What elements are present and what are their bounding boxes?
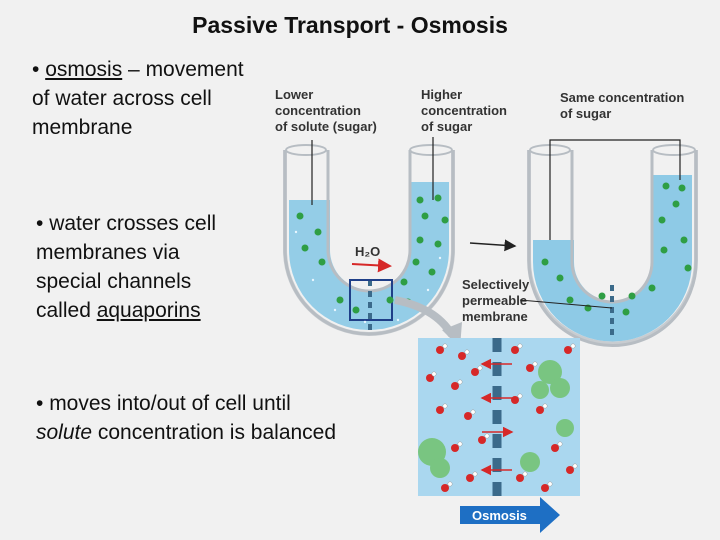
svg-text:Osmosis: Osmosis bbox=[472, 508, 527, 523]
sugar-molecules-balanced bbox=[541, 182, 692, 316]
bullet-text: concentration is balanced bbox=[92, 421, 337, 444]
sugar-molecules-right bbox=[386, 194, 449, 306]
label-same-concentration: Same concentration of sugar bbox=[560, 90, 684, 121]
svg-text:of sugar: of sugar bbox=[421, 119, 472, 134]
svg-text:Higher: Higher bbox=[421, 87, 462, 102]
label-higher-concentration: Higher concentration of sugar bbox=[421, 87, 507, 134]
bullet-text: water crosses cell bbox=[49, 212, 217, 235]
svg-text:of sugar: of sugar bbox=[560, 106, 611, 121]
svg-text:concentration: concentration bbox=[275, 103, 361, 118]
water-molecules bbox=[426, 343, 578, 492]
sugar-clusters bbox=[418, 360, 574, 478]
bullet-text: – movement bbox=[122, 58, 244, 81]
svg-text:permeable: permeable bbox=[462, 293, 527, 308]
osmosis-arrow-badge: Osmosis bbox=[460, 497, 560, 533]
page-title: Passive Transport - Osmosis bbox=[192, 12, 508, 38]
svg-text:Lower: Lower bbox=[275, 87, 313, 102]
transition-arrow bbox=[469, 239, 517, 252]
term-osmosis: osmosis bbox=[45, 58, 123, 81]
svg-text:Same concentration: Same concentration bbox=[560, 90, 684, 105]
term-solute: solute bbox=[36, 421, 93, 444]
bullet-marker: • bbox=[32, 58, 46, 81]
bullet-text: membrane bbox=[32, 116, 133, 139]
water-dots-1 bbox=[294, 230, 442, 324]
sugar-molecules-left bbox=[296, 212, 360, 314]
bullet-marker: • bbox=[36, 212, 50, 235]
bullet-aquaporins: • water crosses cell membranes via speci… bbox=[36, 209, 266, 325]
bullet-balance: • moves into/out of cell until solute co… bbox=[36, 389, 406, 447]
bullet-text: membranes via bbox=[36, 241, 180, 264]
svg-text:of solute (sugar): of solute (sugar) bbox=[275, 119, 377, 134]
leader-line-same bbox=[549, 139, 681, 240]
h2o-label: H₂O bbox=[355, 244, 380, 259]
bullet-marker: • bbox=[36, 392, 50, 415]
bullet-text: called bbox=[36, 299, 97, 322]
svg-text:concentration: concentration bbox=[421, 103, 507, 118]
water-flow-arrow bbox=[351, 258, 392, 273]
leader-line-membrane bbox=[519, 299, 613, 309]
label-membrane: Selectively permeable membrane bbox=[462, 277, 530, 324]
bullet-text: moves into/out of cell until bbox=[49, 392, 291, 415]
u-tube-after bbox=[527, 144, 698, 347]
bullet-osmosis: • osmosis – movement of water across cel… bbox=[32, 55, 282, 142]
bullet-text: of water across cell bbox=[32, 87, 212, 110]
bullet-text: special channels bbox=[36, 270, 192, 293]
u-tube-before bbox=[283, 144, 455, 336]
label-lower-concentration: Lower concentration of solute (sugar) bbox=[275, 87, 377, 134]
svg-text:membrane: membrane bbox=[462, 309, 528, 324]
svg-text:Selectively: Selectively bbox=[462, 277, 530, 292]
term-aquaporins: aquaporins bbox=[96, 299, 201, 322]
magnified-membrane-view bbox=[418, 338, 580, 496]
